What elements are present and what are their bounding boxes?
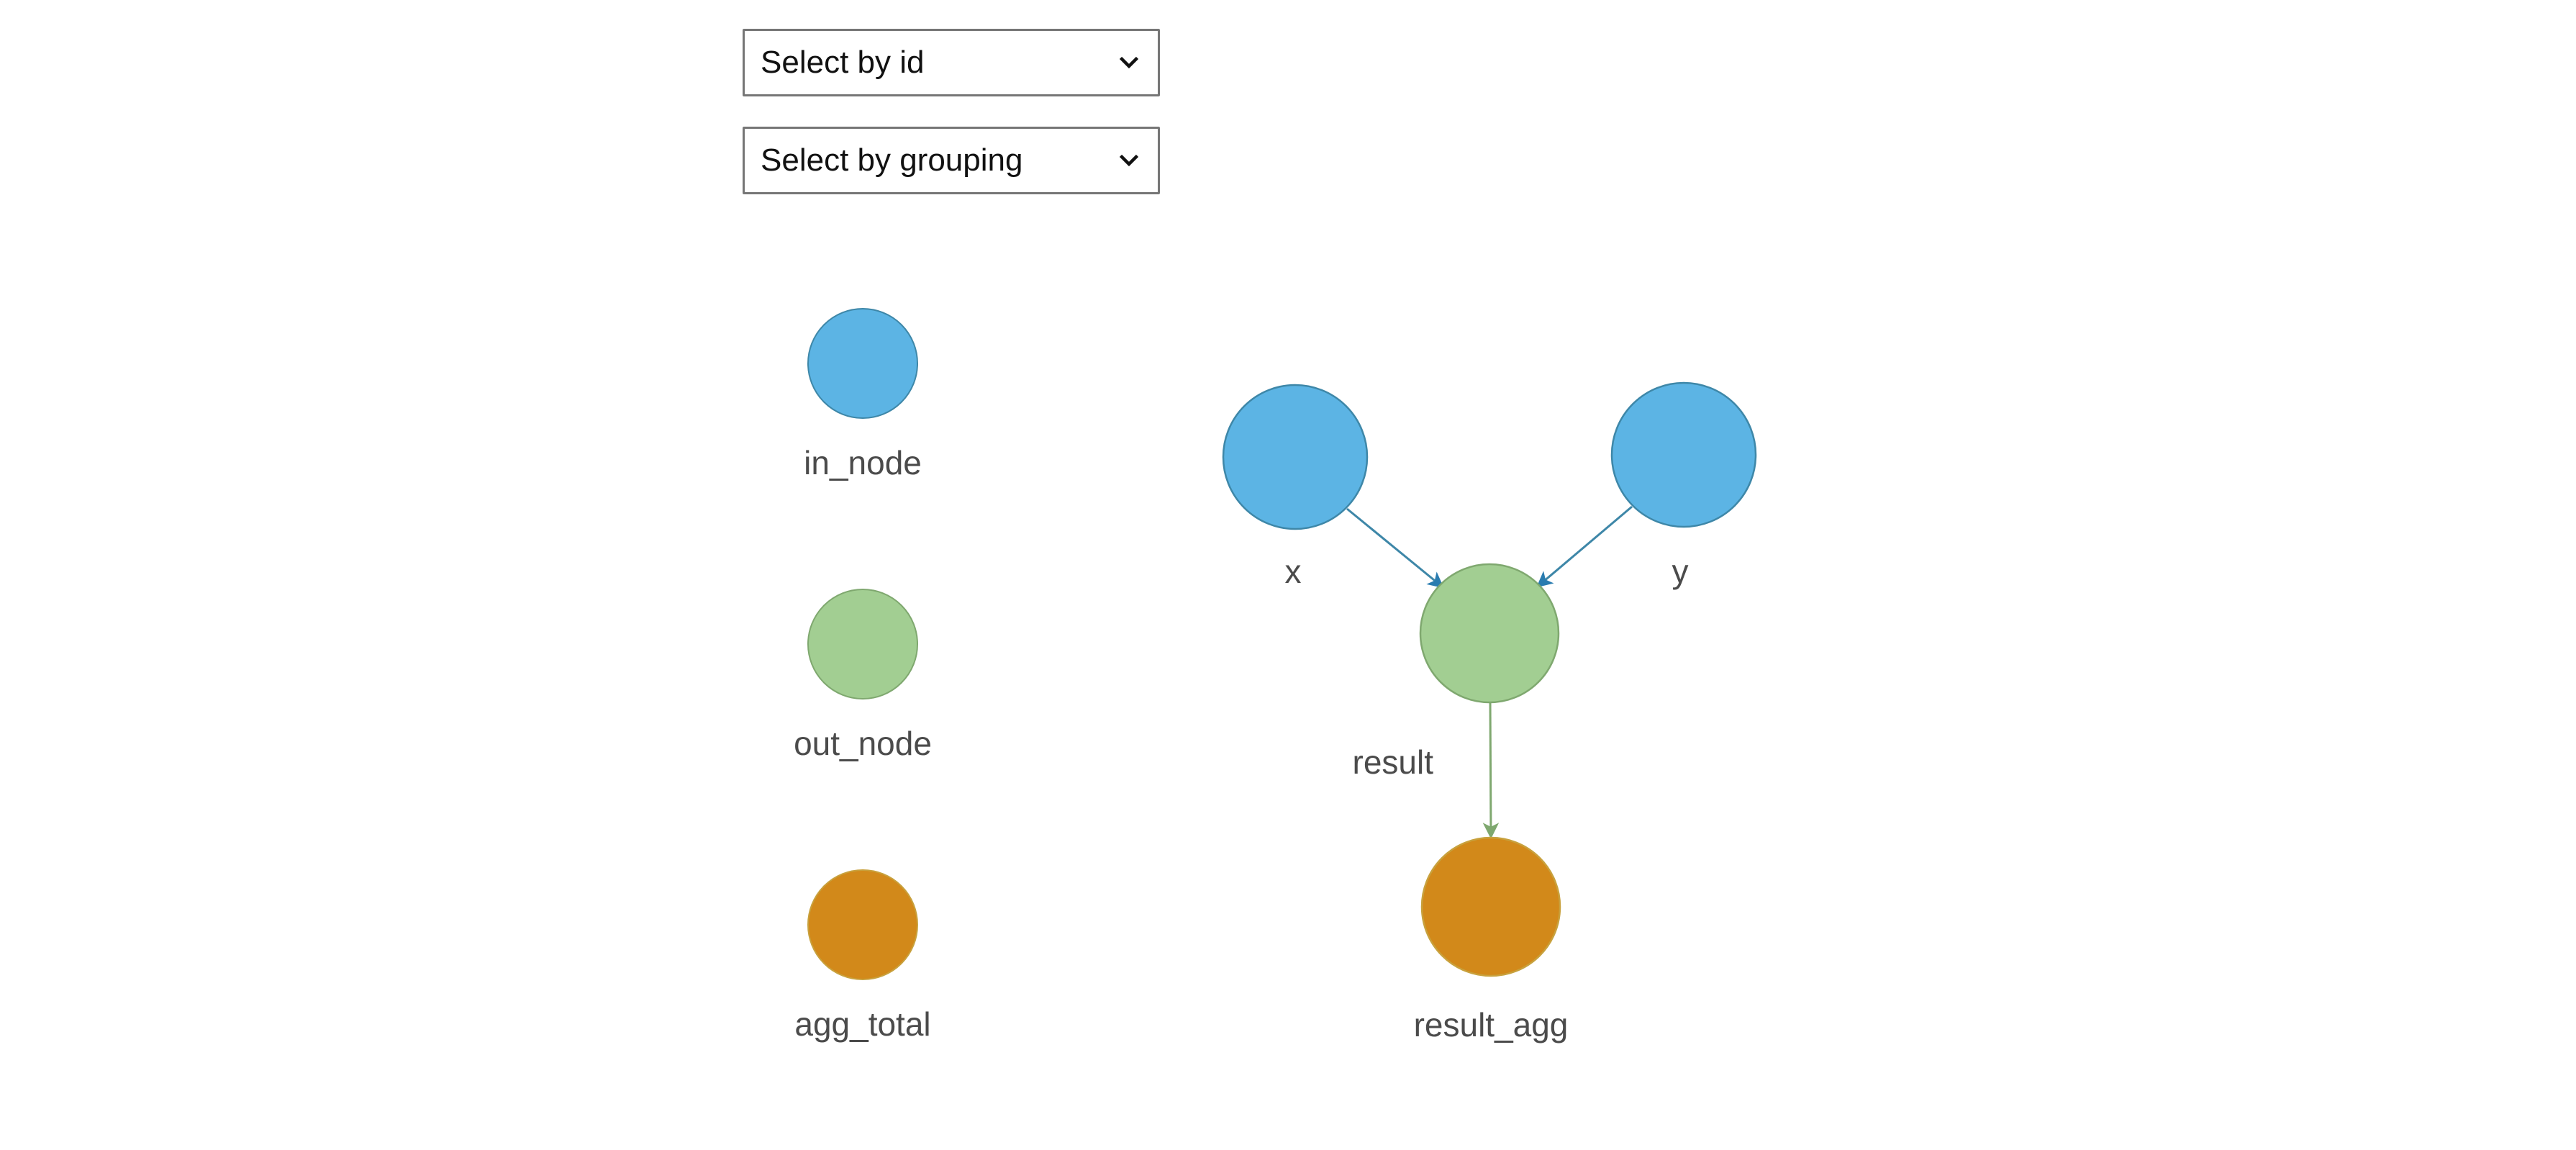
node-circle[interactable]	[1420, 836, 1561, 977]
edge-x-to-result[interactable]	[1346, 507, 1444, 589]
legend-item-in-node[interactable]: in_node	[804, 308, 973, 589]
select-by-grouping-wrapper: Select by grouping	[743, 127, 1160, 194]
edge-label-result: result	[1353, 743, 1434, 781]
select-by-id-wrapper: Select by id	[743, 29, 1160, 96]
legend: in_node out_node agg_total	[794, 308, 973, 1150]
edge-line	[1536, 505, 1633, 588]
select-by-grouping[interactable]: Select by grouping	[743, 127, 1160, 194]
controls-panel: Select by id Select by grouping	[743, 29, 1160, 194]
node-label-y: y	[1672, 553, 1689, 590]
edge-y-to-result[interactable]	[1536, 505, 1633, 588]
legend-swatch-agg-total	[807, 869, 918, 980]
node-label-x: x	[1285, 553, 1302, 590]
legend-swatch-out-node	[807, 589, 918, 699]
legend-label-in-node: in_node	[804, 444, 922, 481]
node-circle[interactable]	[1419, 563, 1560, 704]
graph-node-y[interactable]: y	[1610, 381, 1757, 590]
graph-node-result-agg[interactable]: result_agg	[1414, 836, 1569, 1043]
node-label-result-agg: result_agg	[1414, 1006, 1569, 1043]
legend-label-out-node: out_node	[794, 725, 932, 762]
graph-canvas[interactable]: result x y result_agg	[1151, 317, 1871, 1051]
edge-result-to-result-agg[interactable]: result	[1353, 702, 1500, 839]
graph-svg: result x y result_agg	[1222, 381, 1757, 1043]
graph-node-result[interactable]	[1419, 563, 1560, 704]
legend-item-agg-total[interactable]: agg_total	[794, 869, 973, 1150]
edge-line	[1482, 702, 1500, 839]
legend-swatch-in-node	[807, 308, 918, 419]
graph-node-x[interactable]: x	[1222, 384, 1369, 590]
node-circle[interactable]	[1610, 381, 1757, 528]
legend-label-agg-total: agg_total	[794, 1005, 931, 1043]
select-by-id[interactable]: Select by id	[743, 29, 1160, 96]
edge-line	[1346, 507, 1444, 589]
legend-item-out-node[interactable]: out_node	[794, 589, 973, 869]
node-circle[interactable]	[1222, 384, 1369, 530]
